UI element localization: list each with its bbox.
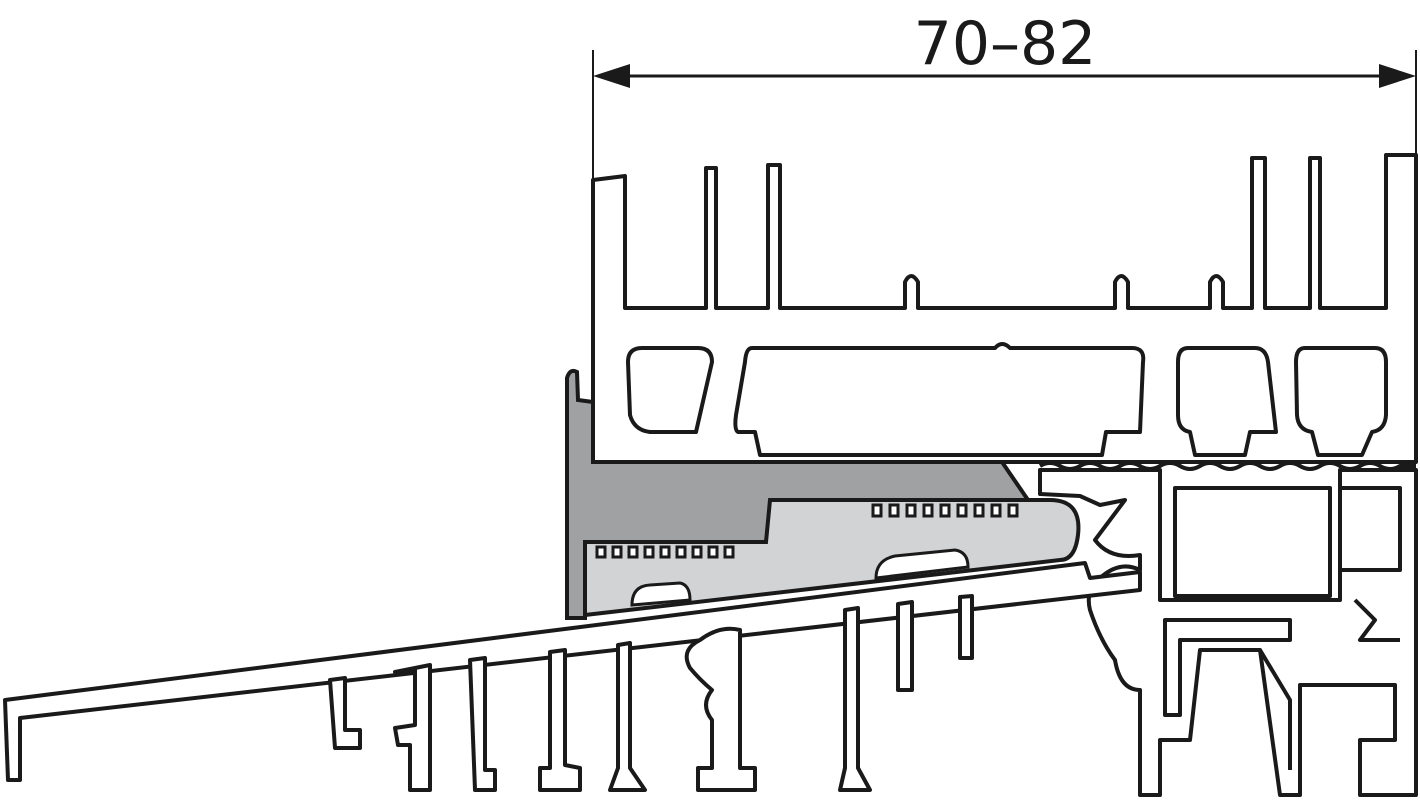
arrow-right-icon <box>1379 64 1416 88</box>
arrow-left-icon <box>593 64 630 88</box>
frame-profile <box>1038 468 1418 797</box>
chamber <box>626 346 714 434</box>
insert-light-part <box>583 498 1081 618</box>
dimension-label: 70–82 <box>914 9 1097 79</box>
sill-profile <box>3 561 1142 792</box>
chamber <box>733 342 1146 457</box>
upper-profile <box>591 153 1418 471</box>
width-dimension: 70–82 <box>592 9 1417 460</box>
chamber <box>1176 346 1278 457</box>
chamber <box>1294 346 1388 457</box>
gasket-insert <box>565 368 1081 620</box>
